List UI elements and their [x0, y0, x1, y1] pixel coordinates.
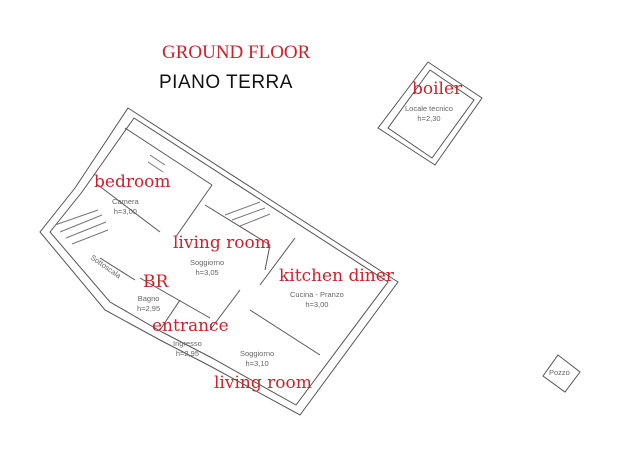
boiler-room-outline	[377, 61, 483, 166]
main-building-outline	[39, 107, 399, 416]
annotation-bathroom: BR	[143, 272, 169, 292]
annotation-living-room-1: living room	[173, 233, 271, 253]
title-english: GROUND FLOOR	[162, 42, 311, 63]
annotation-bedroom: bedroom	[94, 172, 171, 192]
pozzo-outline	[542, 354, 581, 393]
title-italian: PIANO TERRA	[159, 72, 293, 93]
interior-walls	[97, 127, 321, 356]
annotation-living-room-2: living room	[214, 373, 312, 393]
annotation-boiler: boiler	[412, 79, 463, 99]
pozzo-label: Pozzo	[549, 368, 570, 377]
annotation-entrance: entrance	[152, 316, 229, 336]
annotation-kitchen-diner: kitchen diner	[279, 266, 394, 286]
stairs	[54, 154, 271, 245]
